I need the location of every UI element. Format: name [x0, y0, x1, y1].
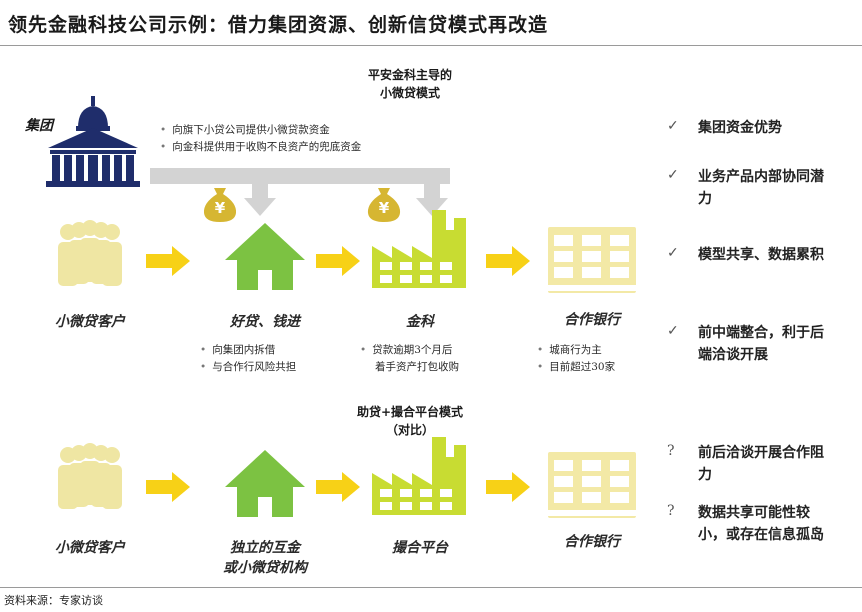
flow-arrow — [146, 472, 190, 502]
check-icon: ✓ — [667, 245, 679, 261]
top-mode-title: 平安金科主导的 小微贷模式 — [330, 66, 490, 102]
advantage-item-1: 集团资金优势 — [698, 120, 782, 136]
flow-arrow — [316, 472, 360, 502]
bottom-stage-label-institution-line1: 独立的互金 — [230, 540, 300, 556]
stage-label-haodai: 好贷、钱进 — [230, 314, 300, 330]
bottom-stage-label-bank: 合作银行 — [564, 534, 620, 550]
haodai-note-1: •向集团内拆借 — [200, 344, 276, 356]
group-funding-arrows — [150, 168, 450, 216]
check-icon: ✓ — [667, 323, 679, 339]
factory-icon — [372, 437, 466, 515]
flow-arrow — [486, 472, 530, 502]
bottom-stage-label-institution: 独立的互金 或小微贷机构 — [200, 538, 330, 578]
bank-building-icon — [548, 452, 636, 518]
stage-label-jinke: 金科 — [406, 314, 434, 330]
bank-building-icon — [548, 227, 636, 293]
concern-item-1: 前后洽谈开展合作阻力 — [698, 445, 824, 483]
bottom-mode-title: 助贷+撮合平台模式 （对比） — [325, 403, 495, 439]
customers-icon — [58, 220, 122, 286]
group-note-2: •向金科提供用于收购不良资产的兜底资金 — [160, 141, 362, 153]
bottom-stage-label-institution-line2: 或小微贷机构 — [223, 560, 307, 576]
check-icon: ✓ — [667, 118, 679, 134]
jinke-note-1: •贷款逾期3个月后 — [360, 344, 453, 356]
bottom-mode-title-line2: （对比） — [385, 423, 434, 437]
group-building-icon — [46, 96, 140, 187]
title-divider — [0, 45, 862, 46]
customers-icon — [58, 443, 122, 509]
source-note: 资料来源：专家访谈 — [4, 594, 103, 607]
bottom-stage-label-platform: 撮合平台 — [392, 540, 448, 556]
question-mark-icon: ? — [667, 443, 675, 459]
advantage-item-3: 模型共享、数据累积 — [698, 247, 824, 263]
money-symbol-2: ¥ — [379, 199, 390, 217]
check-icon: ✓ — [667, 167, 679, 183]
footer-divider — [0, 587, 862, 588]
money-symbol-1: ¥ — [215, 199, 226, 217]
flow-arrow — [316, 246, 360, 276]
advantage-item-4: 前中端整合，利于后端洽谈开展 — [698, 325, 824, 363]
bank-note-2: •目前超过30家 — [537, 361, 616, 373]
group-note-1: •向旗下小贷公司提供小微贷款资金 — [160, 124, 330, 136]
flow-arrow — [486, 246, 530, 276]
top-mode-title-line2: 小微贷模式 — [379, 86, 440, 100]
question-mark-icon: ? — [667, 503, 675, 519]
house-icon — [225, 450, 305, 517]
page-title: 领先金融科技公司示例：借力集团资源、创新信贷模式再改造 — [8, 14, 549, 36]
jinke-note-2: 着手资产打包收购 — [375, 361, 459, 373]
concern-item-2: 数据共享可能性较小，或存在信息孤岛 — [698, 505, 824, 543]
house-icon — [225, 223, 305, 290]
flow-arrow — [146, 246, 190, 276]
bank-note-1: •城商行为主 — [537, 344, 602, 356]
advantage-item-2: 业务产品内部协同潜力 — [698, 169, 824, 207]
bottom-stage-label-customer: 小微贷客户 — [55, 540, 125, 556]
haodai-note-2: •与合作行风险共担 — [200, 361, 297, 373]
top-mode-title-line1: 平安金科主导的 — [367, 68, 452, 82]
stage-label-customer: 小微贷客户 — [55, 314, 125, 330]
stage-label-bank: 合作银行 — [564, 312, 620, 328]
bottom-mode-title-line1: 助贷+撮合平台模式 — [356, 405, 464, 419]
group-label: 集团 — [25, 118, 53, 134]
